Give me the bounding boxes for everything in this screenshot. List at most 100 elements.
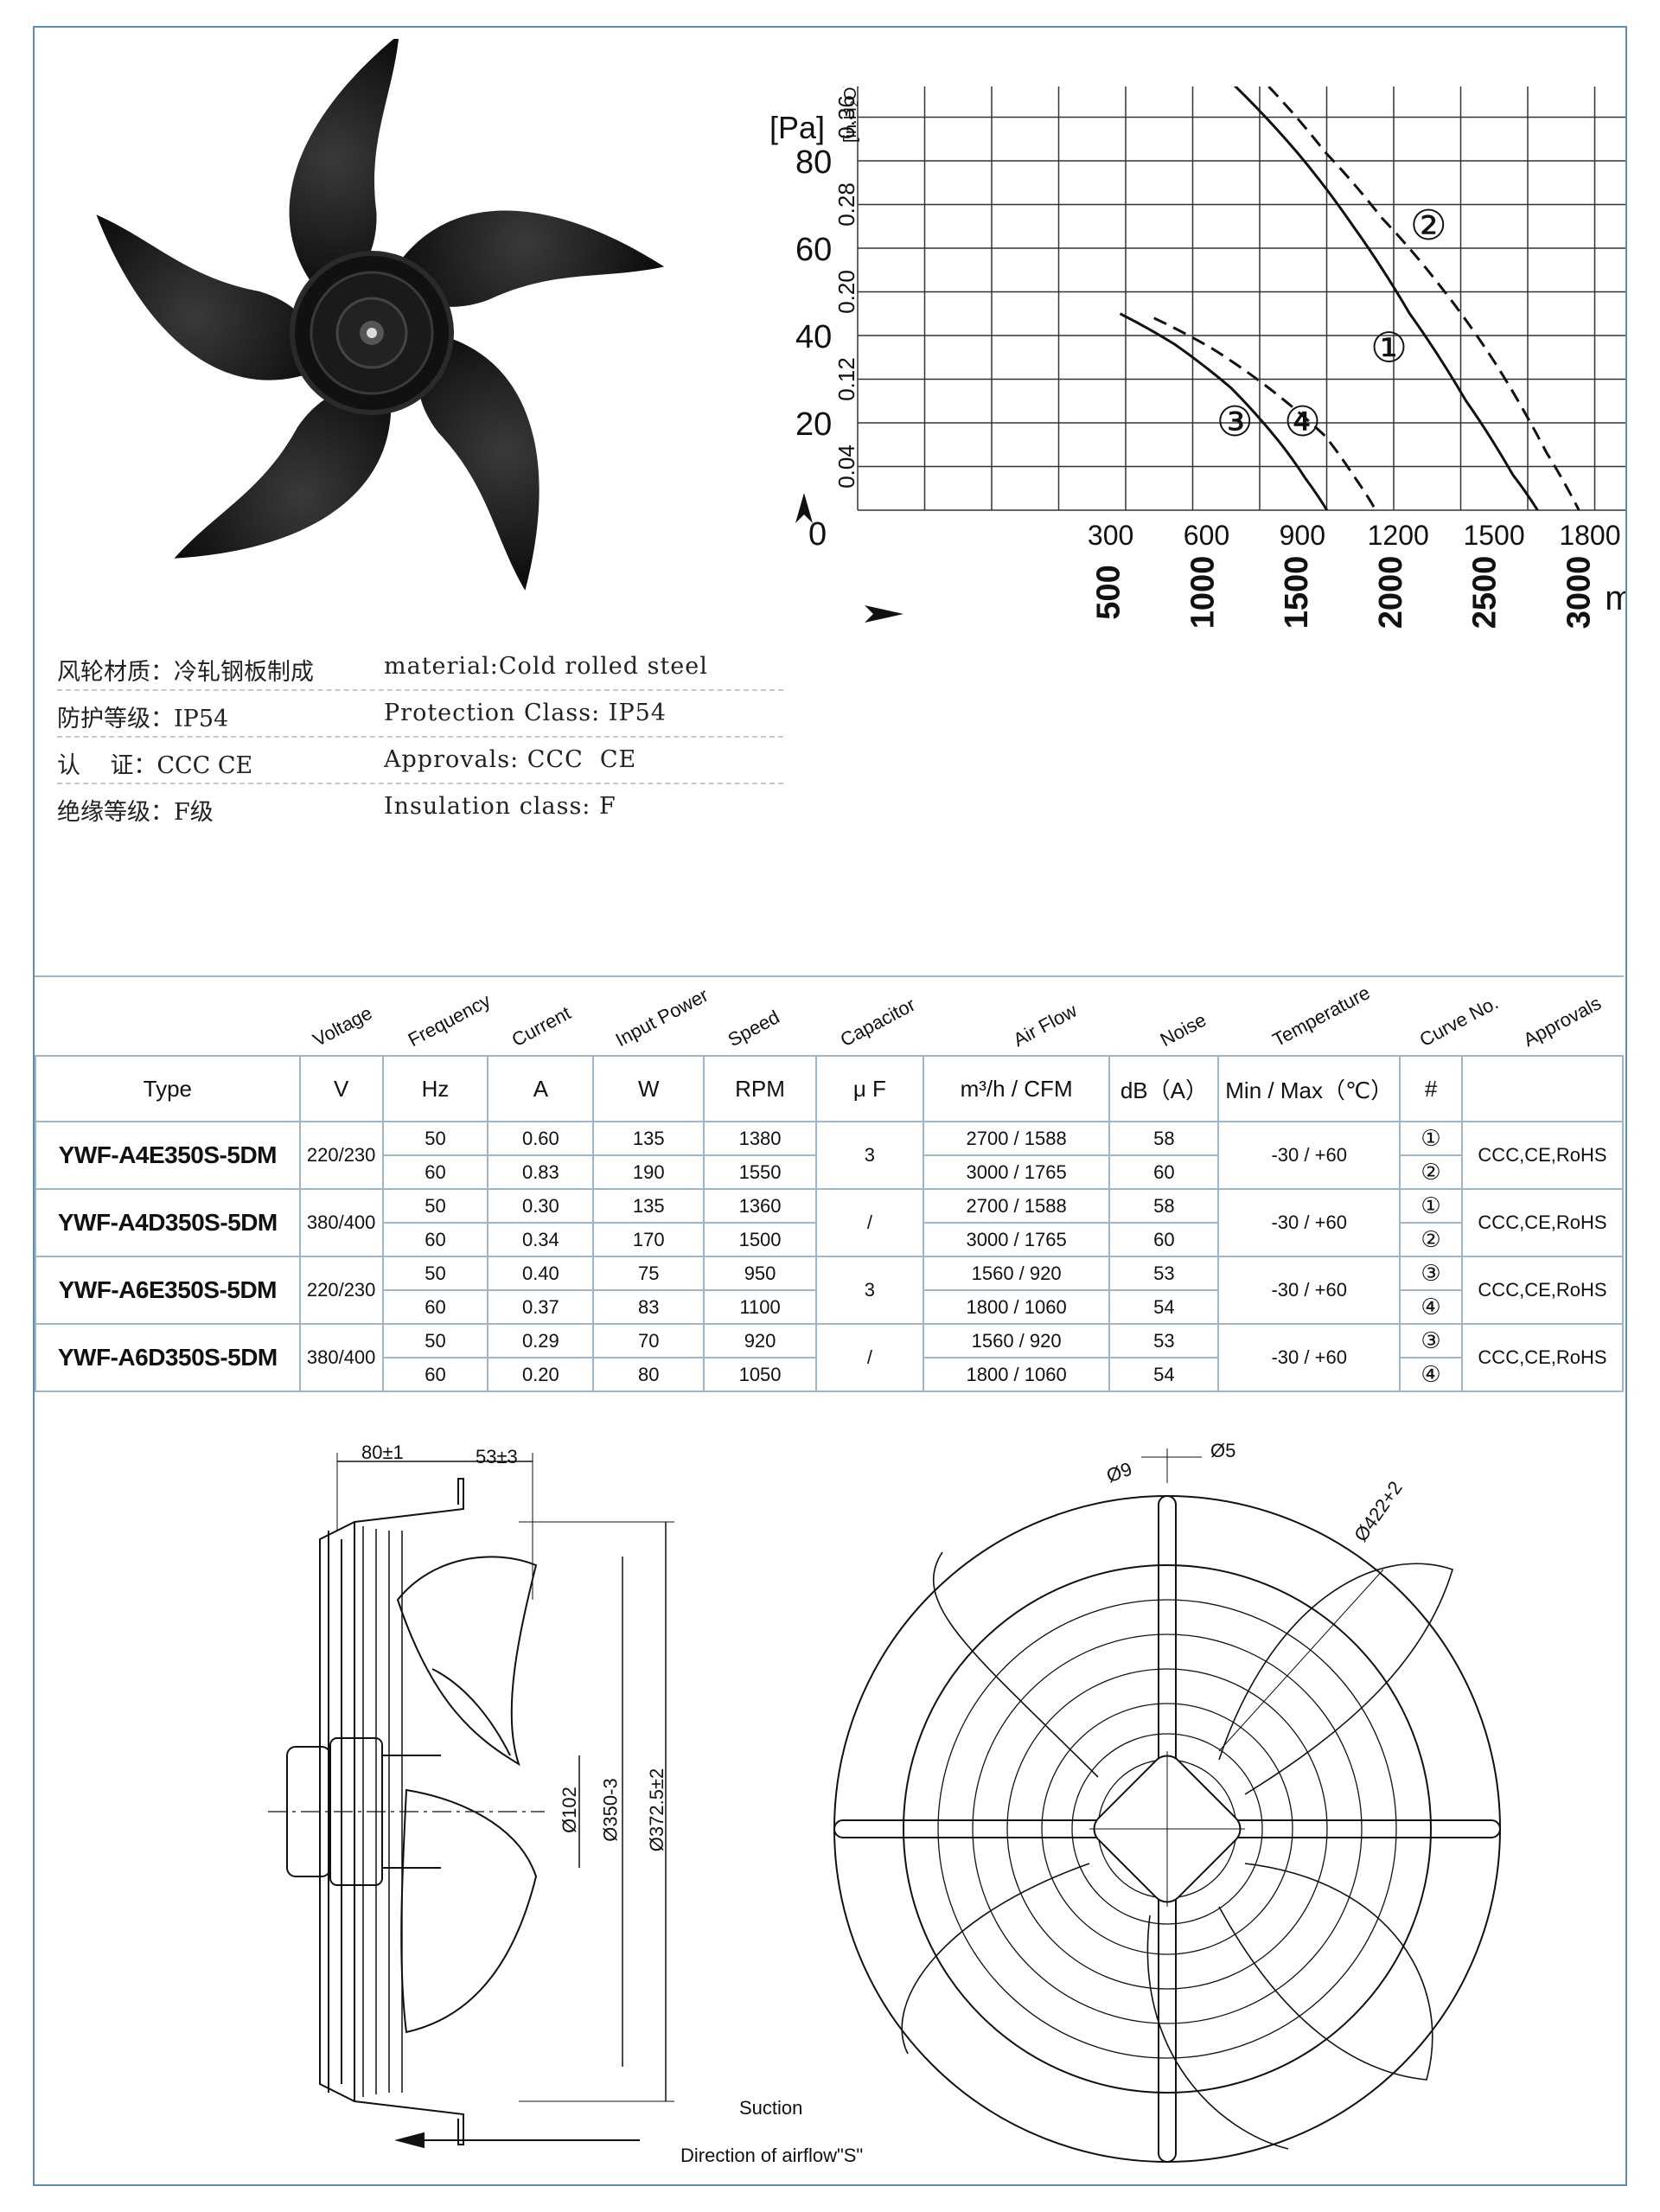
curve-label-4: ④ bbox=[1284, 398, 1321, 446]
unit-cell: Type bbox=[35, 1055, 301, 1122]
y-axis-label-inh2o: [in.H₂O] bbox=[841, 86, 860, 143]
current-cell: 0.37 bbox=[487, 1289, 595, 1325]
capacitor-cell: 3 bbox=[814, 1256, 924, 1325]
speed-cell: 1550 bbox=[703, 1154, 817, 1190]
airflow-cell: 1560 / 920 bbox=[922, 1323, 1111, 1359]
model-type-cell: YWF-A6E350S-5DM bbox=[35, 1256, 301, 1325]
unit-cell: m³/h / CFM bbox=[922, 1055, 1111, 1122]
y-tick-inh2o: 0.28 bbox=[833, 182, 859, 227]
y-tick-inh2o: 0.12 bbox=[833, 357, 859, 401]
x-tick-m3h: 500 bbox=[1091, 565, 1127, 619]
x-tick-cfm: 1800 bbox=[1559, 520, 1620, 551]
spec-row-approvals: 认 证：CCC CE Approvals: CCC CE bbox=[57, 738, 783, 784]
curve-cell: ④ bbox=[1399, 1357, 1463, 1392]
y-tick-inh2o: 0.20 bbox=[833, 270, 859, 314]
spec-material-en: material:Cold rolled steel bbox=[384, 653, 708, 680]
y-tick-pa: 60 bbox=[795, 232, 832, 268]
spec-row-insulation: 绝缘等级：F级 Insulation class: F bbox=[57, 784, 783, 829]
fan-blade bbox=[174, 386, 392, 559]
power-cell: 190 bbox=[592, 1154, 706, 1190]
curve-cell: ② bbox=[1399, 1154, 1463, 1190]
x-tick-m3h: 2500 bbox=[1467, 556, 1504, 630]
voltage-cell: 380/400 bbox=[298, 1188, 384, 1257]
y-tick-pa: 80 bbox=[795, 144, 832, 181]
frequency-cell: 60 bbox=[381, 1222, 489, 1257]
current-cell: 0.30 bbox=[487, 1188, 595, 1224]
unit-cell: dB（A） bbox=[1108, 1055, 1220, 1122]
spec-row-material: 风轮材质：冷轧钢板制成 material:Cold rolled steel bbox=[57, 644, 783, 691]
x-tick-m3h: 2000 bbox=[1373, 556, 1409, 630]
y-tick-pa: 40 bbox=[795, 319, 832, 355]
power-cell: 170 bbox=[592, 1222, 706, 1257]
y-tick-inh2o: 0.04 bbox=[833, 444, 859, 489]
spec-approvals-cn: 认 证：CCC CE bbox=[57, 752, 253, 779]
fan-blade bbox=[289, 39, 399, 300]
performance-chart: 80 60 40 20 0 [Pa] 0.36 0.28 0.20 0.12 0.04 [in.H₂O… bbox=[769, 86, 1625, 630]
noise-cell: 54 bbox=[1108, 1289, 1220, 1325]
dim-350-label: Ø350-3 bbox=[599, 1778, 622, 1842]
fan-blade bbox=[96, 214, 326, 380]
approvals-cell: CCC,CE,RoHS bbox=[1461, 1121, 1624, 1190]
noise-cell: 53 bbox=[1108, 1323, 1220, 1359]
approvals-cell: CCC,CE,RoHS bbox=[1461, 1323, 1624, 1392]
curve-cell: ① bbox=[1399, 1188, 1463, 1224]
page-frame bbox=[33, 26, 1627, 2186]
y-tick-pa: 0 bbox=[808, 516, 827, 553]
noise-cell: 58 bbox=[1108, 1188, 1220, 1224]
power-cell: 80 bbox=[592, 1357, 706, 1392]
airflow-cell: 1800 / 1060 bbox=[922, 1289, 1111, 1325]
voltage-cell: 380/400 bbox=[298, 1323, 384, 1392]
spec-insulation-cn: 绝缘等级：F级 bbox=[57, 799, 214, 826]
spec-protection-cn: 防护等级：IP54 bbox=[57, 706, 229, 732]
unit-cell: μ F bbox=[814, 1055, 924, 1122]
x-tick-cfm: 1200 bbox=[1368, 520, 1429, 551]
power-cell: 135 bbox=[592, 1121, 706, 1156]
current-cell: 0.29 bbox=[487, 1323, 595, 1359]
x-axis-arrow bbox=[865, 605, 903, 623]
unit-cell bbox=[1461, 1055, 1624, 1122]
y-tick-pa: 20 bbox=[795, 406, 832, 443]
dim-102-label: Ø102 bbox=[558, 1787, 580, 1833]
x-tick-m3h: 3000 bbox=[1561, 556, 1597, 630]
curve-label-2: ② bbox=[1410, 201, 1447, 250]
current-cell: 0.60 bbox=[487, 1121, 595, 1156]
spec-protection-en: Protection Class: IP54 bbox=[384, 700, 667, 726]
airflow-cell: 1560 / 920 bbox=[922, 1256, 1111, 1291]
speed-cell: 950 bbox=[703, 1256, 817, 1291]
speed-cell: 1380 bbox=[703, 1121, 817, 1156]
capacitor-cell: 3 bbox=[814, 1121, 924, 1190]
airflow-cell: 2700 / 1588 bbox=[922, 1121, 1111, 1156]
curve-cell: ② bbox=[1399, 1222, 1463, 1257]
y-tick-inh2o: 0.36 bbox=[833, 95, 859, 139]
curve-2 bbox=[1267, 86, 1580, 511]
unit-cell: Hz bbox=[381, 1055, 489, 1122]
fan-blade bbox=[418, 332, 540, 591]
model-type-cell: YWF-A4D350S-5DM bbox=[35, 1188, 301, 1257]
noise-cell: 60 bbox=[1108, 1154, 1220, 1190]
spec-row-protection: 防护等级：IP54 Protection Class: IP54 bbox=[57, 691, 783, 738]
power-cell: 70 bbox=[592, 1323, 706, 1359]
frequency-cell: 60 bbox=[381, 1289, 489, 1325]
temperature-cell: -30 / +60 bbox=[1217, 1121, 1401, 1190]
frequency-cell: 50 bbox=[381, 1121, 489, 1156]
temperature-cell: -30 / +60 bbox=[1217, 1256, 1401, 1325]
airflow-cell: 3000 / 1765 bbox=[922, 1222, 1111, 1257]
dim-80-label: 80±1 bbox=[361, 1442, 404, 1463]
y-axis-label-pa: [Pa] bbox=[769, 110, 825, 145]
noise-cell: 58 bbox=[1108, 1121, 1220, 1156]
voltage-cell: 220/230 bbox=[298, 1256, 384, 1325]
voltage-cell: 220/230 bbox=[298, 1121, 384, 1190]
table-top-rule bbox=[35, 975, 1624, 977]
unit-cell: V bbox=[298, 1055, 384, 1122]
speed-cell: 1100 bbox=[703, 1289, 817, 1325]
frequency-cell: 50 bbox=[381, 1323, 489, 1359]
x-tick-m3h: 1500 bbox=[1279, 556, 1315, 630]
speed-cell: 920 bbox=[703, 1323, 817, 1359]
power-cell: 83 bbox=[592, 1289, 706, 1325]
